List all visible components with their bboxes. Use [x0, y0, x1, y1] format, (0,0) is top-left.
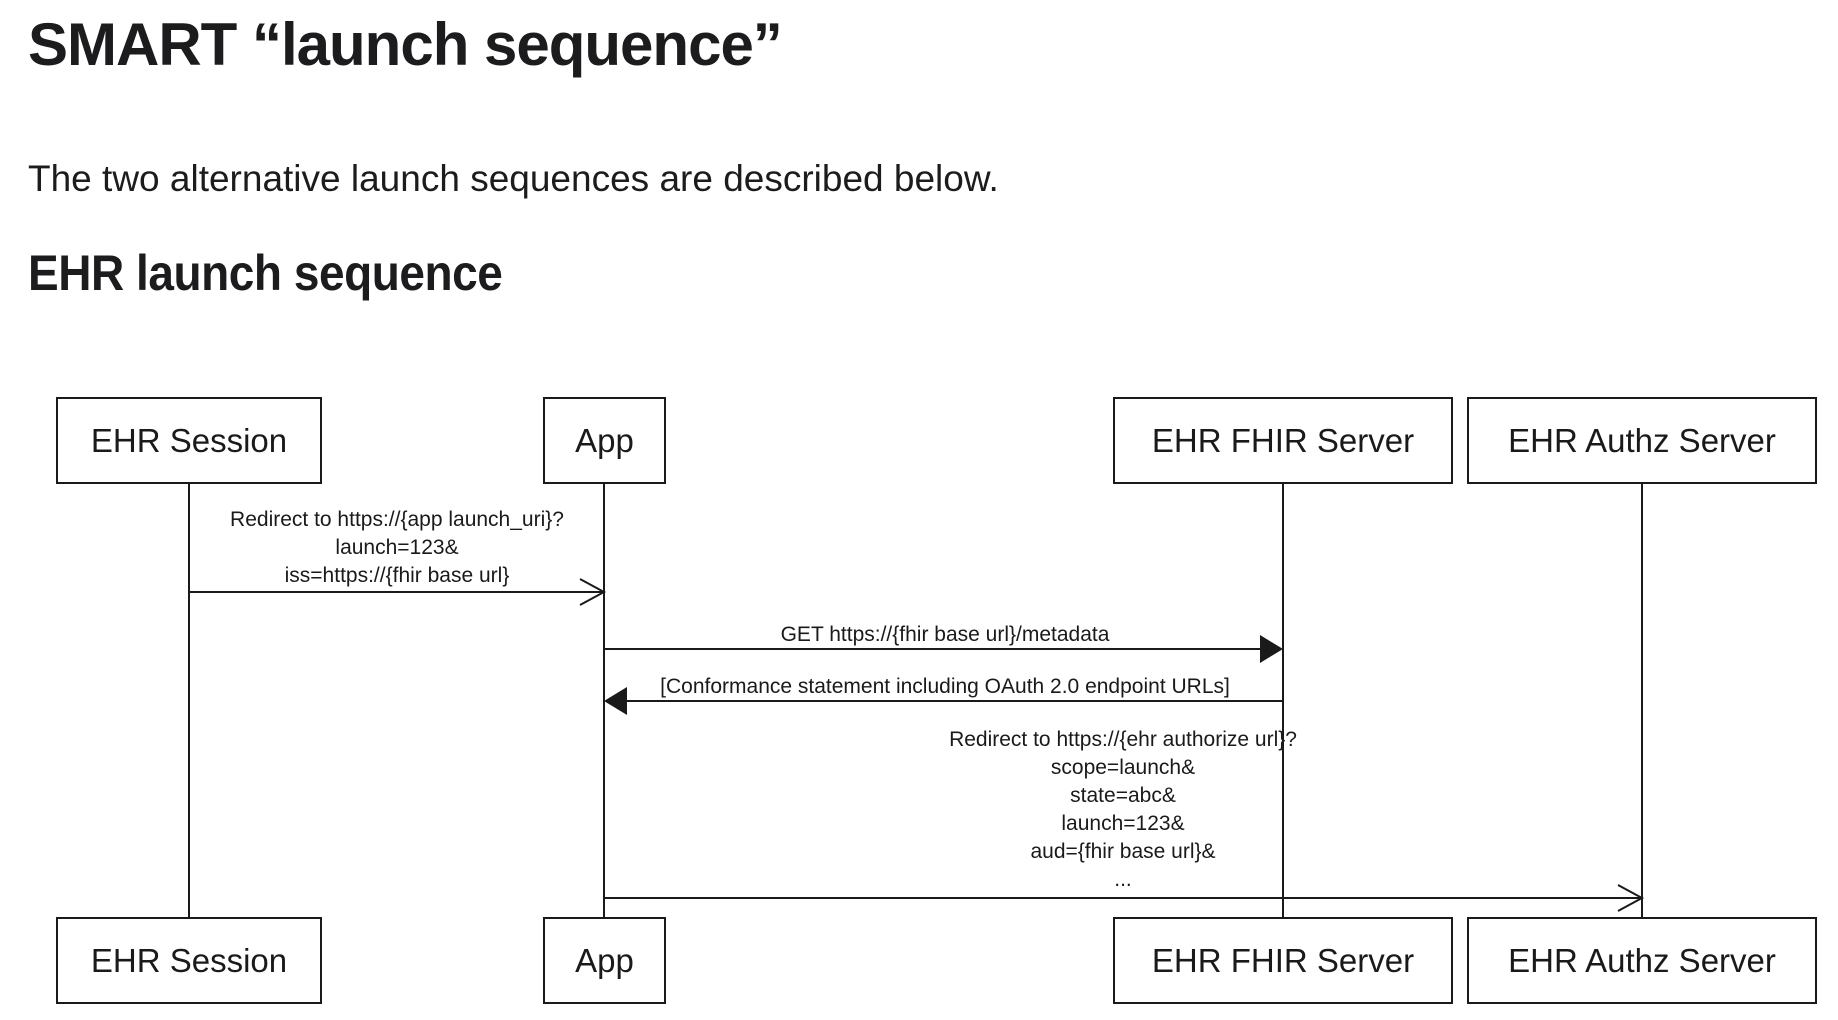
- message-line-text: GET https://{fhir base url}/metadata: [780, 623, 1110, 646]
- actor-box-ehr-authz-server-bottom: EHR Authz Server: [1467, 917, 1817, 1004]
- page-title: SMART “launch sequence”: [28, 11, 783, 78]
- message-line-text: aud={fhir base url}&: [1030, 840, 1216, 863]
- section-heading: EHR launch sequence: [28, 245, 503, 301]
- open-arrowhead-icon: [579, 578, 607, 606]
- open-arrowhead-icon: [1617, 884, 1645, 912]
- message-line-text: state=abc&: [1070, 784, 1176, 807]
- actor-label: App: [575, 421, 634, 459]
- actor-box-ehr-session-top: EHR Session: [56, 397, 322, 484]
- actor-label: App: [575, 941, 634, 979]
- actor-label: EHR Authz Server: [1508, 421, 1776, 459]
- filled-arrowhead-icon: [1260, 635, 1283, 663]
- actor-label: EHR Session: [90, 421, 288, 459]
- actor-label: EHR FHIR Server: [1151, 941, 1415, 979]
- message-label-redirect-launch: Redirect to https://{app launch_uri}? la…: [230, 506, 564, 590]
- intro-paragraph: The two alternative launch sequences are…: [28, 158, 999, 199]
- actor-box-app-top: App: [543, 397, 666, 484]
- message-line-text: Redirect to https://{ehr authorize url}?: [949, 728, 1297, 751]
- filled-arrowhead-icon: [604, 687, 627, 715]
- message-line-text: launch=123&: [1061, 812, 1185, 835]
- actor-box-ehr-authz-server-top: EHR Authz Server: [1467, 397, 1817, 484]
- actor-label: EHR FHIR Server: [1151, 421, 1415, 459]
- actor-box-ehr-session-bottom: EHR Session: [56, 917, 322, 1004]
- message-line-text: Redirect to https://{app launch_uri}?: [230, 508, 564, 531]
- message-line-text: [Conformance statement including OAuth 2…: [660, 675, 1230, 698]
- message-line-text: iss=https://{fhir base url}: [284, 564, 510, 587]
- message-label-conformance: [Conformance statement including OAuth 2…: [660, 673, 1230, 701]
- message-line-text: scope=launch&: [1050, 756, 1196, 779]
- actor-label: EHR Session: [90, 941, 288, 979]
- message-line-text: launch=123&: [335, 536, 459, 559]
- actor-label: EHR Authz Server: [1508, 941, 1776, 979]
- message-label-redirect-authorize: Redirect to https://{ehr authorize url}?…: [949, 726, 1297, 894]
- actor-box-app-bottom: App: [543, 917, 666, 1004]
- actor-box-ehr-fhir-server-bottom: EHR FHIR Server: [1113, 917, 1453, 1004]
- message-line-text: ...: [1114, 868, 1132, 891]
- actor-box-ehr-fhir-server-top: EHR FHIR Server: [1113, 397, 1453, 484]
- message-label-get-metadata: GET https://{fhir base url}/metadata: [781, 621, 1110, 649]
